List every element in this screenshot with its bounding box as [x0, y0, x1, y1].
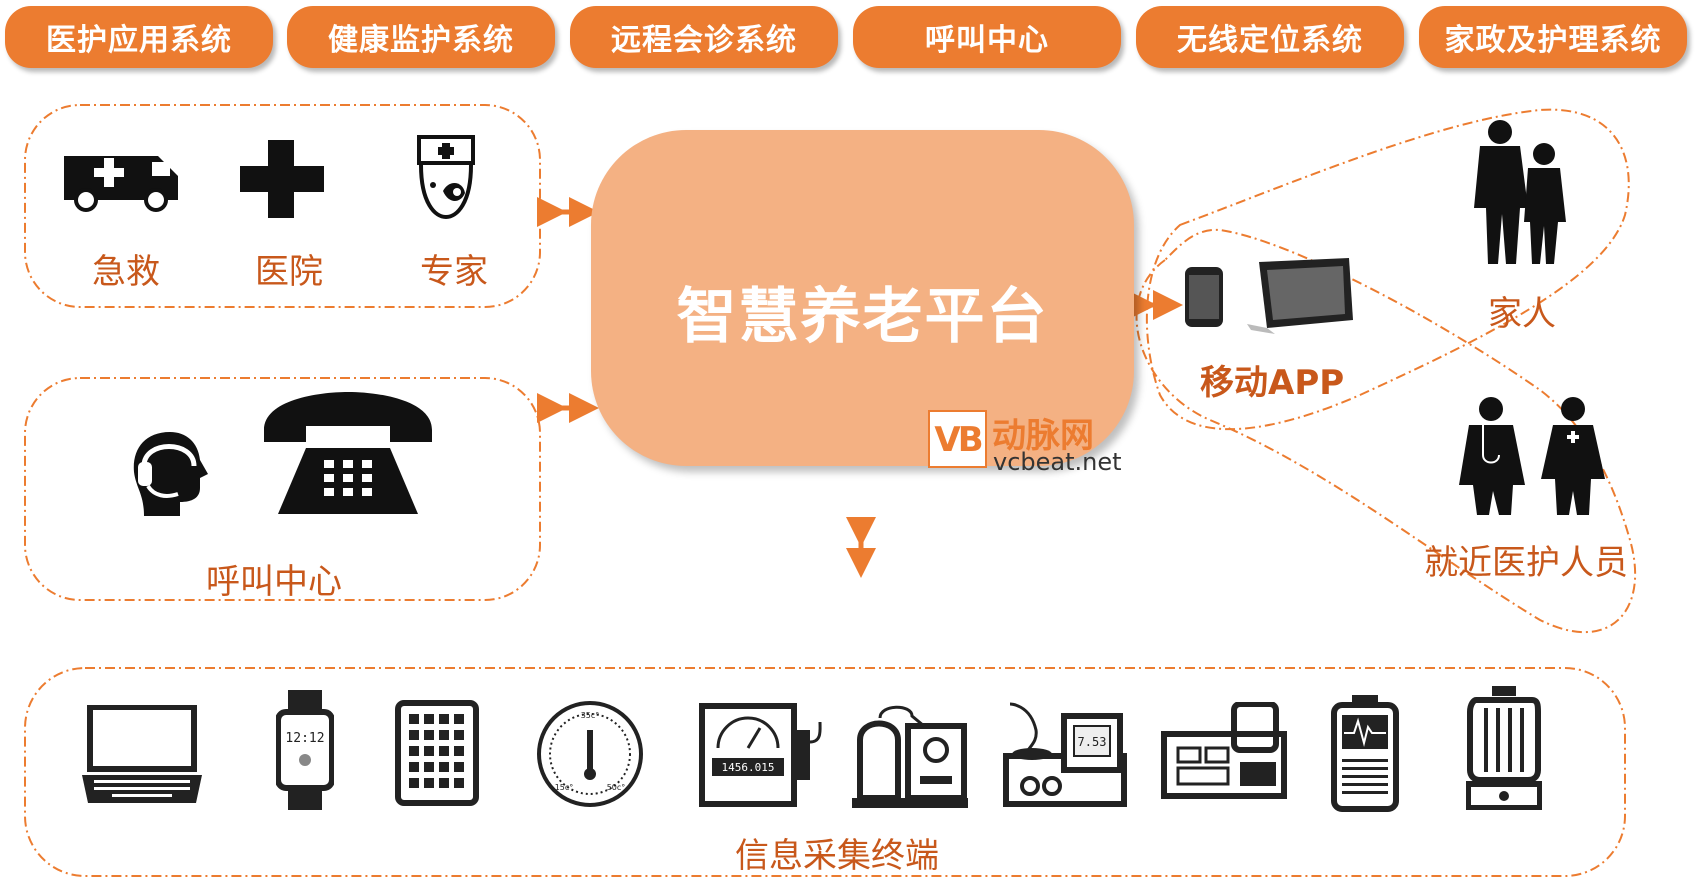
- analyzer-value: 7.53: [1078, 735, 1107, 749]
- tablet-grid-cell: [424, 730, 434, 740]
- tab-health-monitoring-system[interactable]: 健康监护系统: [287, 6, 555, 68]
- meter-reading: 1456.015: [722, 761, 775, 774]
- tablet-grid-cell: [454, 714, 464, 724]
- terminals-label: 信息采集终端: [735, 836, 939, 876]
- tab-remote-consultation-system[interactable]: 远程会诊系统: [570, 6, 838, 68]
- family-silhouette-icon: [1474, 120, 1566, 264]
- tablet-icon: [1247, 258, 1353, 334]
- tablet-grid-cell: [409, 778, 419, 788]
- tablet-grid-cell: [409, 746, 419, 756]
- tab-medical-app-system[interactable]: 医护应用系统: [5, 6, 273, 68]
- tab-call-center[interactable]: 呼叫中心: [853, 6, 1121, 68]
- smartphone-icon: [1185, 267, 1223, 327]
- emergency-group-outline: [24, 104, 541, 308]
- mobile-group-outline: [1145, 108, 1630, 431]
- ambulance-icon: [64, 156, 178, 212]
- watch-time: 12:12: [285, 731, 324, 746]
- vcbeat-logo: VB: [928, 410, 987, 468]
- medical-staff-icon: [1459, 397, 1605, 515]
- cylinder-device-icon: [1466, 686, 1542, 810]
- emergency-label: 急救: [92, 252, 160, 292]
- tablet-grid-cell: [439, 762, 449, 772]
- tablet-grid-cell: [409, 762, 419, 772]
- tablet-grid-cell: [409, 730, 419, 740]
- tablet-grid-cell: [409, 714, 419, 724]
- tablet-grid-cell: [424, 714, 434, 724]
- gauge-left-label: 15c°: [555, 783, 574, 792]
- tablet-grid-cell: [424, 762, 434, 772]
- tablet-grid-cell: [454, 778, 464, 788]
- tab-housekeeping-care-system[interactable]: 家政及护理系统: [1419, 6, 1687, 68]
- tablet-grid-cell: [454, 762, 464, 772]
- tablet-grid-cell: [454, 730, 464, 740]
- hospital-label: 医院: [255, 252, 323, 292]
- vcbeat-en: vcbeat.net: [993, 448, 1122, 476]
- tablet-grid-icon: [395, 700, 479, 806]
- platform-title: 智慧养老平台: [676, 282, 1049, 352]
- telephone-icon: [264, 392, 432, 514]
- terminals-group-outline: [24, 667, 1626, 877]
- mobile-app-label: 移动APP: [1200, 363, 1345, 403]
- expert-label: 专家: [420, 252, 488, 292]
- tablet-grid-cell: [439, 714, 449, 724]
- tablet-grid-cell: [424, 778, 434, 788]
- tablet-grid-cell: [439, 730, 449, 740]
- vcbeat-cn: 动脉网: [992, 416, 1094, 456]
- laptop-icon: [82, 705, 202, 803]
- gauge-top-label: 35c°: [581, 711, 600, 720]
- tablet-grid-cell: [454, 746, 464, 756]
- meter-icon: 1456.015: [699, 703, 822, 807]
- staff-group-outline: [1135, 228, 1637, 633]
- monitor-device-icon: [1331, 695, 1399, 812]
- family-label: 家人: [1488, 294, 1556, 334]
- medical-cross-icon: [240, 140, 324, 218]
- device-icon: [1161, 702, 1287, 799]
- call-group-outline: [24, 377, 541, 601]
- thermometer-gauge-icon: 35c° 15c° 50c°: [537, 701, 643, 807]
- gauge-right-label: 50c°: [607, 783, 626, 792]
- tab-wireless-positioning-system[interactable]: 无线定位系统: [1136, 6, 1404, 68]
- headset-operator-icon: [133, 432, 208, 516]
- lab-equipment-icon: [852, 705, 968, 808]
- tablet-grid-cell: [439, 778, 449, 788]
- doctor-icon: [417, 135, 475, 220]
- nearby-staff-label: 就近医护人员: [1424, 543, 1628, 583]
- call-center-label: 呼叫中心: [206, 562, 342, 602]
- tablet-grid-cell: [439, 746, 449, 756]
- tablet-grid-cell: [424, 746, 434, 756]
- platform-box: [591, 130, 1134, 466]
- analyzer-icon: 7.53: [1003, 702, 1127, 807]
- smartwatch-icon: 12:12: [276, 690, 334, 810]
